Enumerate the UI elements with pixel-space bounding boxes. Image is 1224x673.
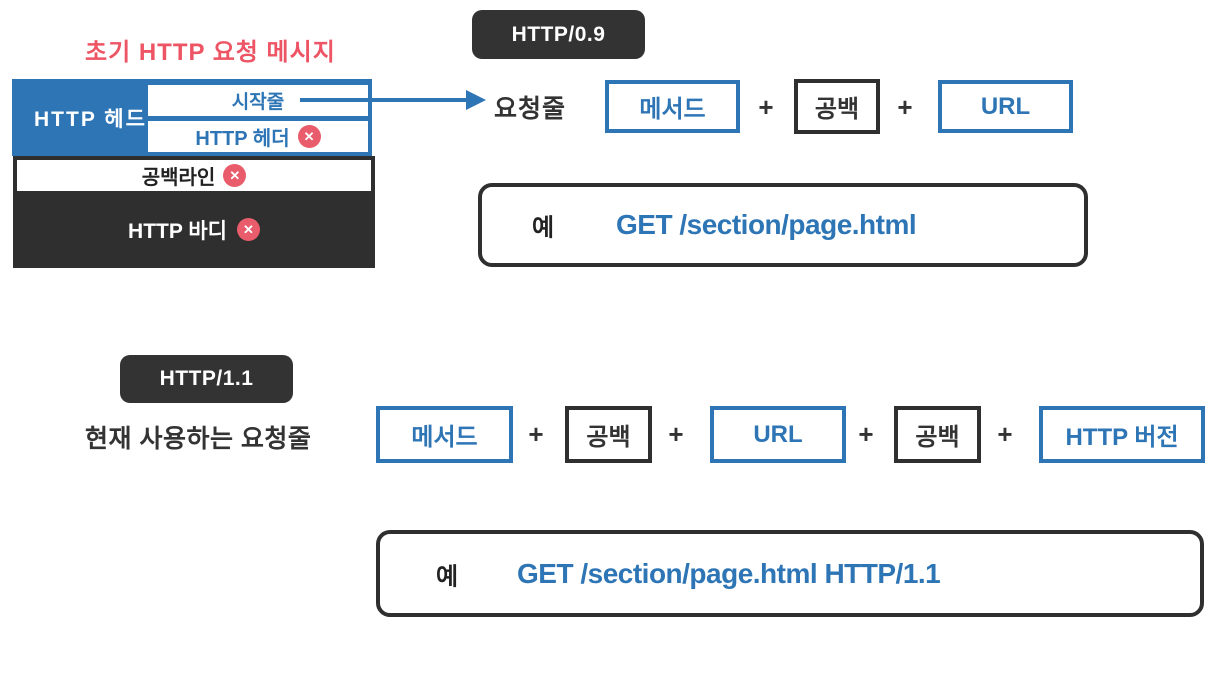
blank-line-label: 공백라인	[141, 167, 216, 189]
removed-icon: ✕	[223, 164, 247, 187]
request-line-label: 요청줄	[494, 95, 567, 123]
plus-sign: +	[668, 419, 684, 449]
plus-sign: +	[758, 92, 774, 122]
initial-http-title: 초기 HTTP 요청 메시지	[85, 39, 336, 66]
http-body-label: HTTP 바디	[128, 219, 227, 243]
part-method-11: 메서드	[376, 406, 513, 463]
part-url-09: URL	[938, 80, 1073, 133]
http09-version-badge: HTTP/0.9	[472, 10, 645, 59]
http-body-panel: 공백라인 ✕ HTTP 바디 ✕	[13, 156, 375, 268]
http-header-label: HTTP 헤더	[195, 128, 290, 150]
plus-sign: +	[997, 419, 1013, 449]
http-head-label: HTTP 헤드	[34, 107, 147, 131]
example-label: 예	[532, 214, 555, 242]
http09-example-value: GET /section/page.html	[616, 209, 917, 240]
start-line-label: 시작줄	[231, 92, 285, 113]
http11-example-value: GET /section/page.html HTTP/1.1	[517, 557, 941, 589]
http11-example-box: 예 GET /section/page.html HTTP/1.1	[376, 530, 1204, 617]
http-header-row: HTTP 헤더 ✕	[148, 121, 368, 152]
plus-sign: +	[528, 419, 544, 449]
http09-example-box: 예 GET /section/page.html	[478, 183, 1088, 267]
example-label: 예	[436, 563, 459, 590]
part-space1-11: 공백	[565, 406, 652, 463]
current-request-line-caption: 현재 사용하는 요청줄	[85, 425, 312, 453]
arrow-line	[300, 98, 468, 102]
removed-icon: ✕	[297, 125, 321, 148]
arrow-head-icon	[466, 90, 486, 110]
part-space2-11: 공백	[894, 406, 981, 463]
plus-sign: +	[858, 419, 874, 449]
part-space-09: 공백	[794, 79, 880, 134]
part-url-11: URL	[710, 406, 846, 463]
removed-icon: ✕	[236, 218, 260, 241]
blank-line-row: 공백라인 ✕	[17, 160, 371, 191]
part-method-09: 메서드	[605, 80, 740, 133]
part-http-version-11: HTTP 버전	[1039, 406, 1205, 463]
plus-sign: +	[897, 92, 913, 122]
http11-version-badge: HTTP/1.1	[120, 355, 293, 403]
http-head-panel: HTTP 헤드 시작줄 HTTP 헤더 ✕	[12, 79, 372, 156]
http-body-row: HTTP 바디 ✕	[13, 191, 375, 268]
